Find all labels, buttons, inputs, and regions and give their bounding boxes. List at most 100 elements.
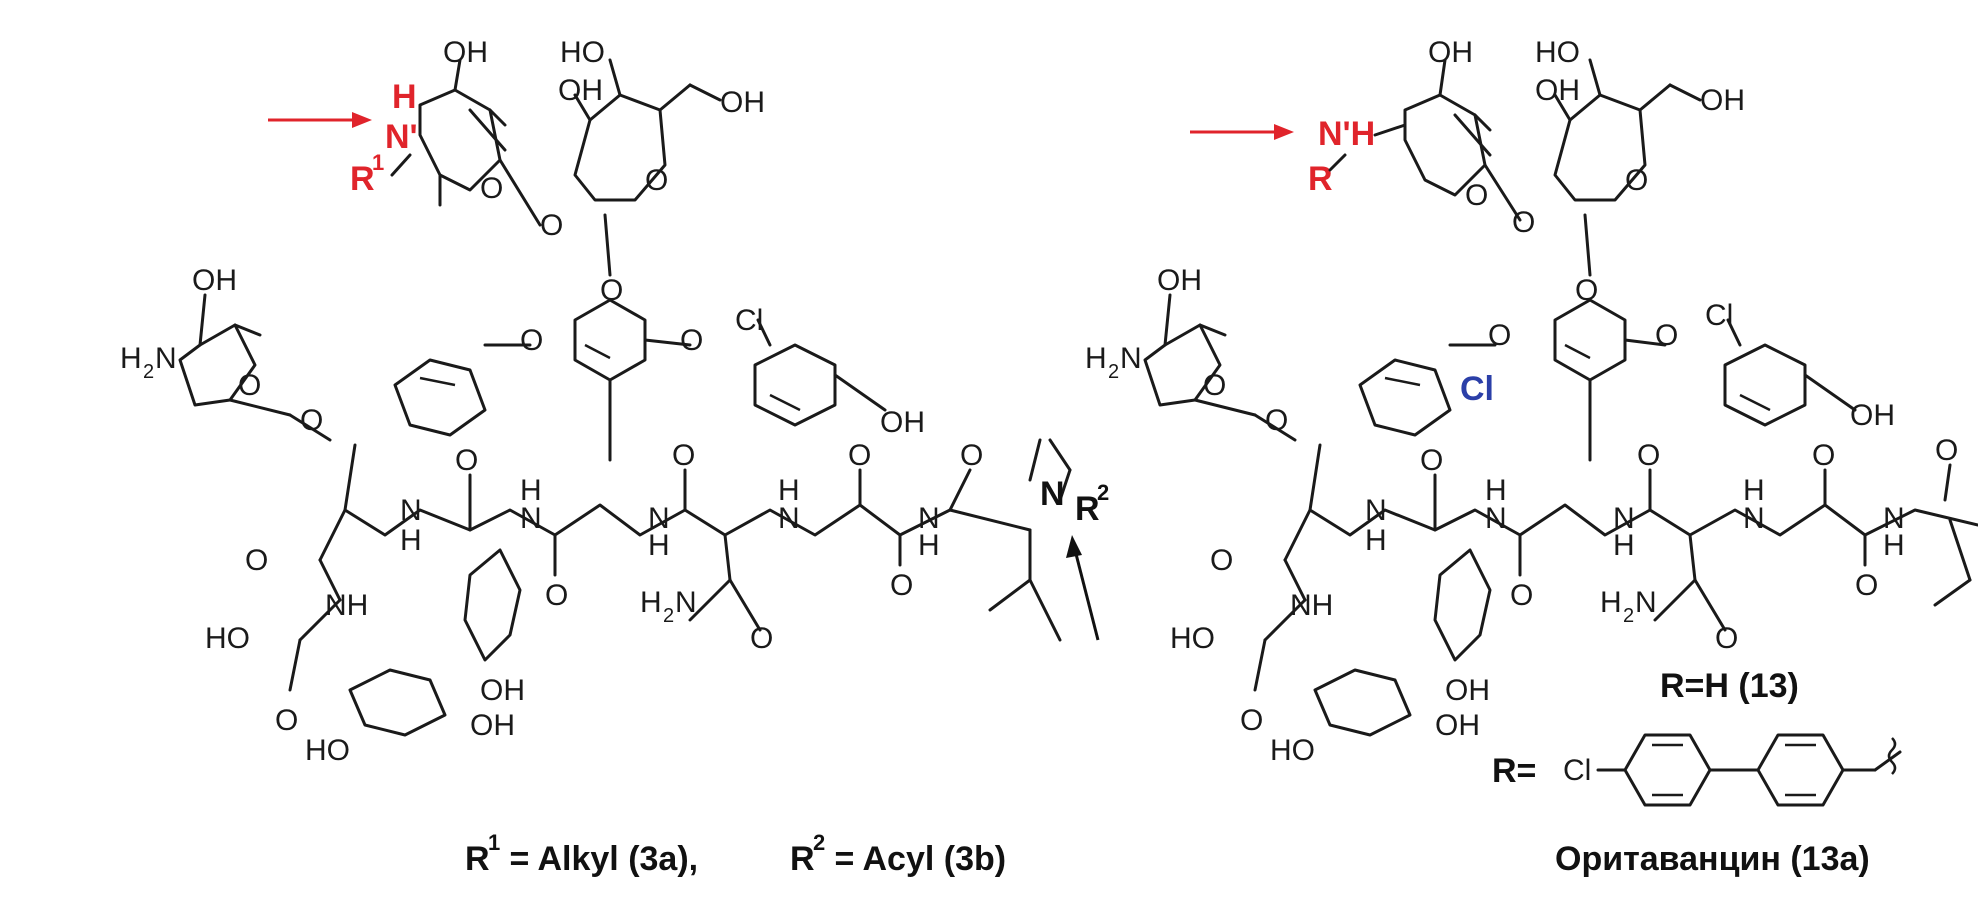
left-nh1: NH: [325, 589, 368, 622]
left-glycosidic-o1: O: [540, 209, 563, 242]
right-amide-h3: H: [1613, 529, 1635, 562]
left-oh-benzylic: OH: [880, 406, 925, 439]
left-carbonyl-o6: O: [890, 569, 913, 602]
right-aromatic-ring-a: [1358, 358, 1452, 437]
right-carbonyl-o3: O: [1510, 579, 1533, 612]
right-carbonyl-o6: O: [1855, 569, 1878, 602]
left-amide-n5: N: [918, 502, 940, 535]
left-red-arrow: [268, 112, 372, 128]
svg-text:R: R: [790, 840, 815, 878]
svg-text:R: R: [465, 840, 490, 878]
left-lower-sugar-ring-o: O: [238, 369, 261, 402]
right-glycosidic-o1: O: [1512, 206, 1535, 239]
left-ether-o2: O: [680, 324, 703, 357]
right-phenol-oh1: OH: [1445, 674, 1490, 707]
right-glucose-ring-o: O: [1625, 164, 1648, 197]
right-cl-blue: Cl: [1460, 370, 1494, 408]
svg-text:Cl: Cl: [1563, 754, 1591, 787]
svg-text:N: N: [1120, 342, 1142, 375]
left-black-arrow: [1066, 535, 1100, 641]
left-carbonyl-o5: O: [848, 439, 871, 472]
right-top-sugar-ring-o: O: [1465, 179, 1488, 212]
left-amide-n2: N: [520, 502, 542, 535]
right-carbonyl-o4: O: [1637, 439, 1660, 472]
left-aromatic-ring-b: [573, 298, 647, 382]
right-top-sugar-oh: OH: [1428, 36, 1473, 69]
right-amide-h1: H: [1365, 524, 1387, 557]
left-aromatic-ring-e: [348, 668, 447, 737]
left-structure: OH O O H N' R 1 HO OH OH O O: [120, 36, 1109, 767]
right-amide-h2: H: [1485, 474, 1507, 507]
right-lower-sugar: [1143, 293, 1297, 442]
left-n-prime: N': [385, 118, 418, 156]
right-red-arrow: [1190, 124, 1294, 140]
svg-text:1: 1: [372, 150, 384, 175]
left-glucose-ho: HO: [560, 36, 605, 69]
left-carbonyl-o2: O: [455, 444, 478, 477]
svg-text:N: N: [155, 342, 177, 375]
right-amide-n1: N: [1365, 494, 1387, 527]
left-amide-n4: N: [778, 502, 800, 535]
right-cooh-o: O: [1240, 704, 1263, 737]
left-carbonyl-o1: O: [245, 544, 268, 577]
right-oh-benzylic: OH: [1850, 399, 1895, 432]
right-caption: Оритаванцин (13a): [1555, 840, 1870, 878]
svg-text:N: N: [1635, 586, 1657, 619]
left-amide-h4: H: [778, 474, 800, 507]
svg-text:R: R: [1075, 490, 1100, 528]
left-amide-o7: O: [750, 622, 773, 655]
svg-text:H: H: [1085, 342, 1107, 375]
right-amide-h5: H: [1883, 529, 1905, 562]
left-glucose: [573, 58, 722, 277]
right-h2n: H 2 N: [1085, 342, 1142, 383]
left-amide-h5: H: [918, 529, 940, 562]
left-r2-label: R 2: [1075, 480, 1109, 528]
right-lower-sugar-ring-o: O: [1203, 369, 1226, 402]
right-ether-o1: O: [1488, 319, 1511, 352]
left-cooh-o: O: [275, 704, 298, 737]
right-amide-n5: N: [1883, 502, 1905, 535]
right-glucose: [1553, 58, 1702, 277]
svg-text:H: H: [1600, 586, 1622, 619]
left-cooh-ho: HO: [205, 622, 250, 655]
right-carbonyl-o7: O: [1935, 434, 1958, 467]
right-amide-h4: H: [1743, 474, 1765, 507]
left-carbonyl-o4: O: [672, 439, 695, 472]
svg-text:R=: R=: [1492, 752, 1536, 790]
right-amide-o8: O: [1715, 622, 1738, 655]
left-caption: R 1 = Alkyl (3a), R 2 = Acyl (3b): [465, 830, 1006, 878]
left-h2n-amide: H 2 N: [640, 586, 697, 627]
left-glucose-oh1: OH: [558, 74, 603, 107]
right-amide-n3: N: [1613, 502, 1635, 535]
svg-text:R: R: [350, 160, 375, 198]
svg-text:N: N: [675, 586, 697, 619]
right-aromatic-ring-d: [1433, 548, 1492, 662]
right-carbonyl-o1: O: [1210, 544, 1233, 577]
right-phenol-ho: HO: [1270, 734, 1315, 767]
left-amide-h3: H: [648, 529, 670, 562]
svg-text:1: 1: [488, 830, 500, 855]
svg-text:= Alkyl (3a),: = Alkyl (3a),: [500, 840, 698, 878]
right-glycosidic-o2: O: [1575, 274, 1598, 307]
svg-text:2: 2: [1623, 605, 1634, 627]
right-aromatic-ring-c: [1723, 343, 1807, 427]
left-amide-n1: N: [400, 494, 422, 527]
left-phenol-ho: HO: [305, 734, 350, 767]
svg-text:2: 2: [663, 605, 674, 627]
right-aromatic-ring-e: [1313, 668, 1412, 737]
left-glucose-ring-o: O: [645, 164, 668, 197]
right-r-substituent: R= Cl: [1492, 733, 1902, 807]
svg-text:2: 2: [143, 361, 154, 383]
left-carbonyl-o8: O: [960, 439, 983, 472]
right-structure: N'H R OH O O HO OH OH O O: [1085, 36, 1978, 878]
left-phenol-oh2: OH: [470, 709, 515, 742]
svg-text:H: H: [120, 342, 142, 375]
left-amide-h2: H: [520, 474, 542, 507]
left-peptide-backbone: [288, 438, 1072, 692]
right-cooh-ho: HO: [1170, 622, 1215, 655]
left-lower-sugar-oh: OH: [192, 264, 237, 297]
right-glucose-oh1: OH: [1535, 74, 1580, 107]
svg-text:2: 2: [1097, 480, 1109, 505]
svg-text:2: 2: [1108, 361, 1119, 383]
